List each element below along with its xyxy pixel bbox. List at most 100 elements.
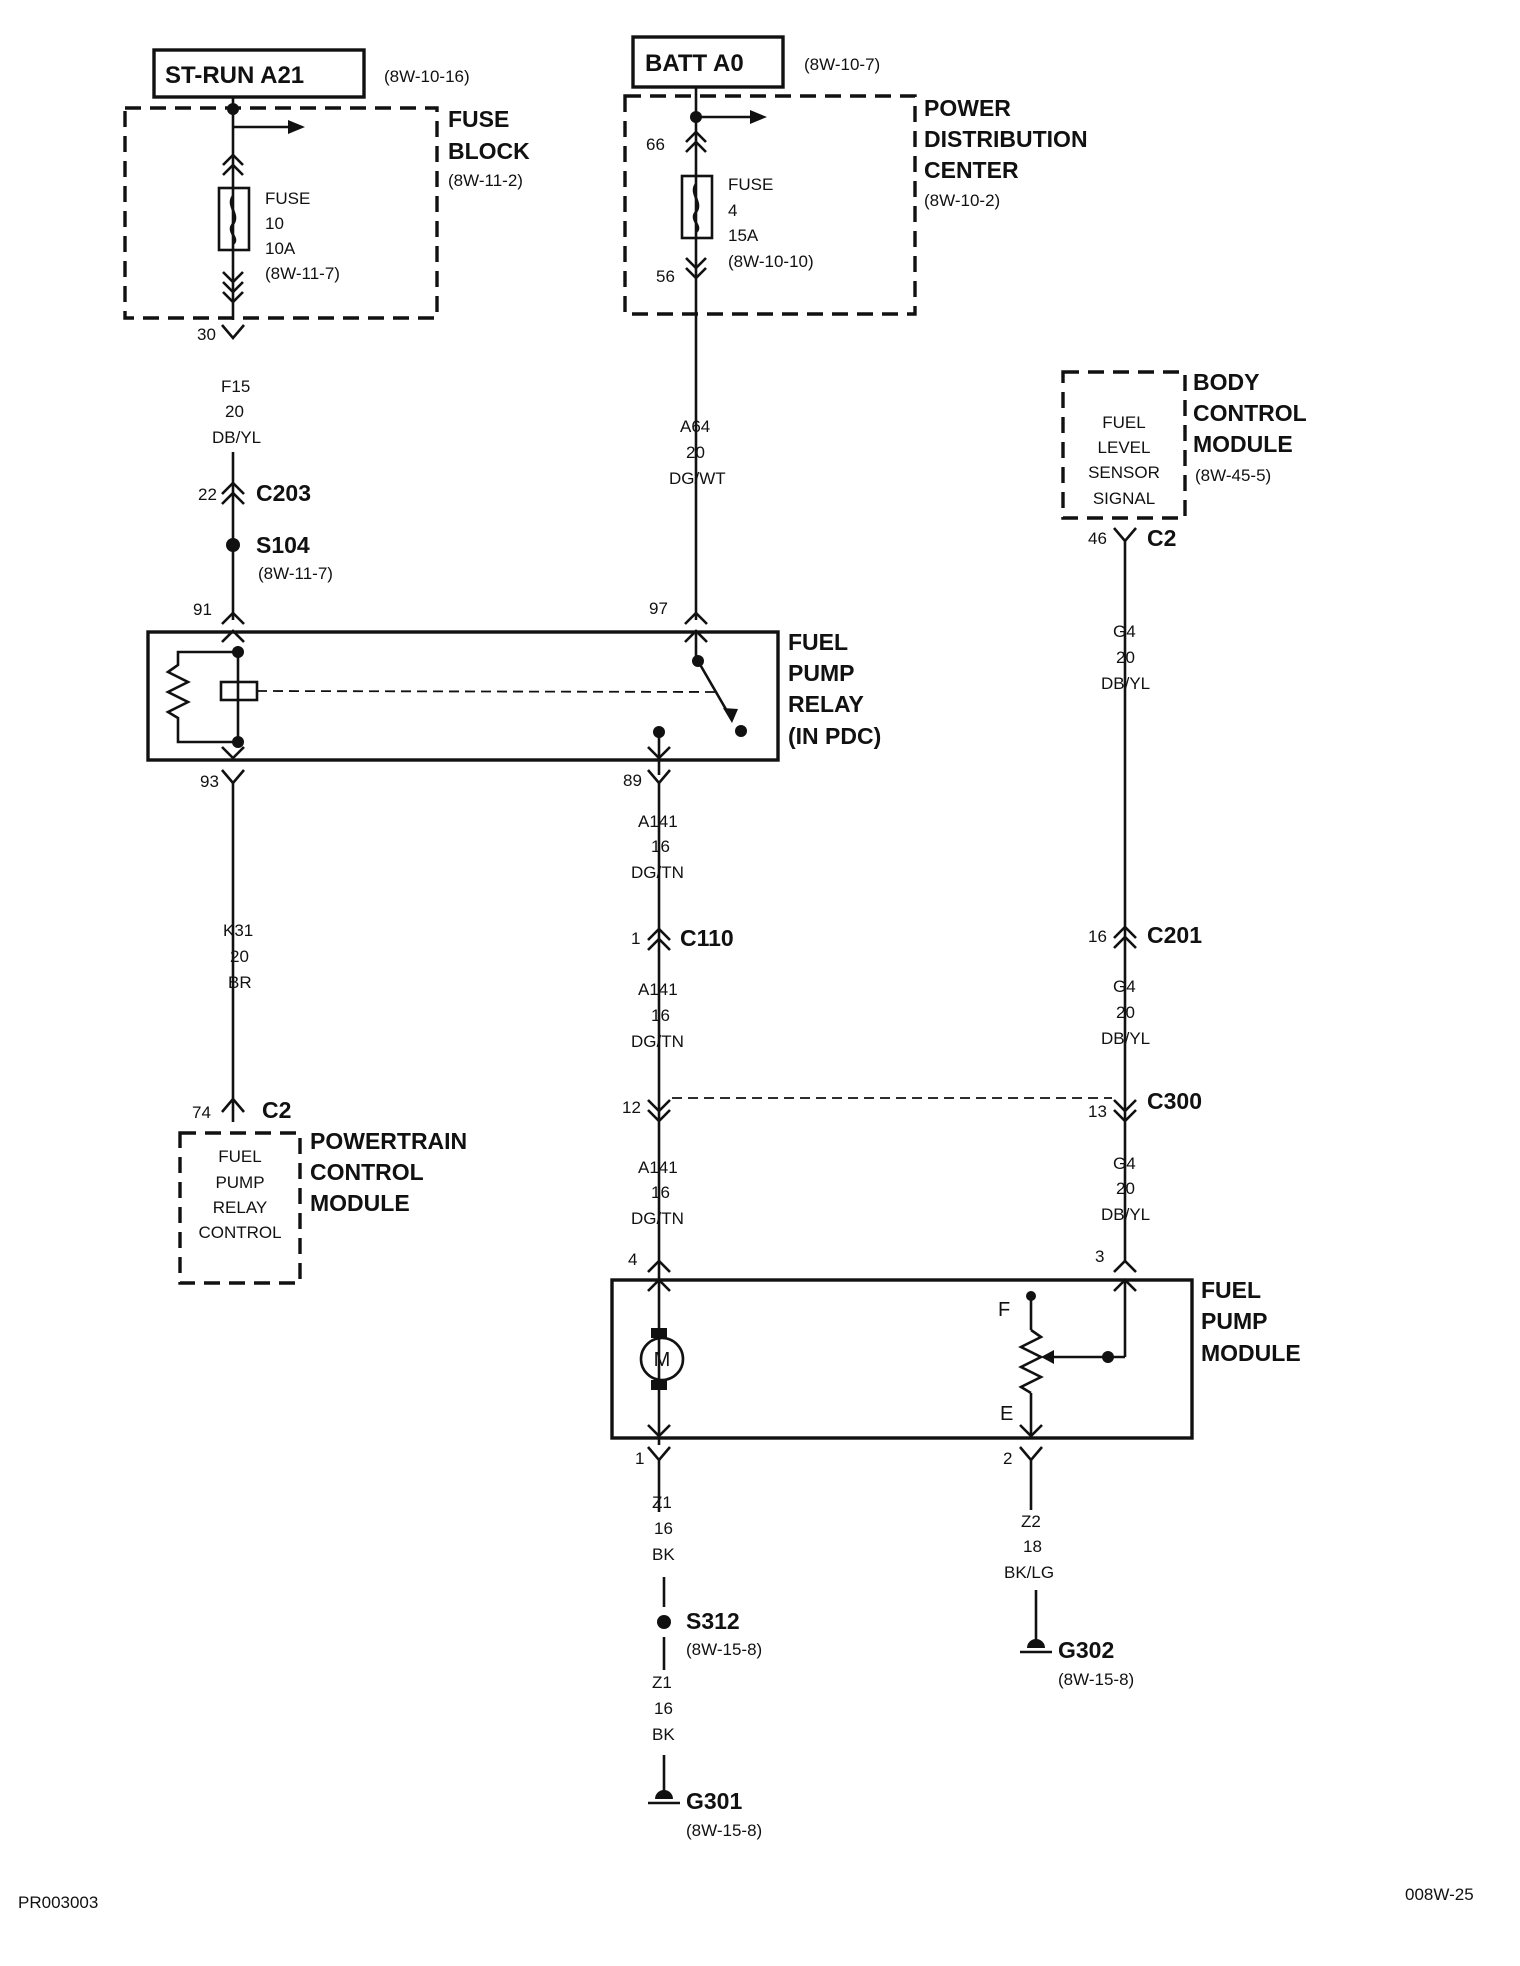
relay-pin91: 91 — [193, 600, 212, 619]
bcm-pin46-connector-icon — [1113, 527, 1137, 544]
fpm-pin1-connector-icon — [647, 1446, 671, 1463]
sender-wiper-arrow-icon — [1041, 1350, 1054, 1364]
pcm-title-3: MODULE — [310, 1190, 410, 1216]
wire-g4-b-circuit: G4 — [1113, 977, 1136, 996]
g302-ground-icon — [1027, 1639, 1045, 1648]
c203-label: C203 — [256, 480, 311, 506]
wire-z1-b-color: BK — [652, 1725, 675, 1744]
batt-source-box — [631, 35, 785, 89]
relay-resistor-icon — [165, 650, 238, 744]
fuse4-label-1: FUSE — [728, 175, 773, 194]
relay-linkage-dashed — [256, 690, 719, 693]
bcm-inner-2: LEVEL — [1098, 438, 1151, 457]
fuse4-label-3: 15A — [728, 226, 759, 245]
st-run-source-label: ST-RUN A21 — [165, 62, 304, 89]
bcm-ref: (8W-45-5) — [1195, 466, 1271, 485]
motor-bottom-brush-icon — [651, 1380, 667, 1390]
wire-a64-circuit: A64 — [680, 417, 710, 436]
c201-label: C201 — [1147, 922, 1202, 948]
sender-wiper-dot — [1102, 1351, 1114, 1363]
wire-z1-a-color: BK — [652, 1545, 675, 1564]
wire-g4-a-gauge: 20 — [1116, 648, 1135, 667]
relay-pin97-connector-icon — [684, 611, 708, 625]
s104-ref: (8W-11-7) — [258, 564, 333, 583]
pcm-title-2: CONTROL — [310, 1159, 424, 1185]
relay-pin97: 97 — [649, 599, 668, 618]
wire-z1-b-gauge: 16 — [654, 1699, 673, 1718]
fpm-signal-top-icon — [1113, 1278, 1137, 1292]
c110-label: C110 — [680, 925, 734, 951]
fuse-block-title-2: BLOCK — [448, 138, 530, 164]
bcm-pin46: 46 — [1088, 529, 1107, 548]
pin66-connector-icon — [685, 130, 707, 153]
c300-pin-right: 13 — [1088, 1102, 1107, 1121]
bcm-inner-4: SIGNAL — [1093, 489, 1155, 508]
fpm-motor-top-icon — [647, 1278, 671, 1292]
wire-k31-gauge: 20 — [230, 947, 249, 966]
pcm-outline — [178, 1131, 302, 1285]
bcm-title-3: MODULE — [1193, 431, 1293, 457]
pdc-title-3: CENTER — [924, 157, 1019, 183]
pcm-inner-3: RELAY — [213, 1198, 268, 1217]
pdc-title-2: DISTRIBUTION — [924, 126, 1088, 152]
fpm-pin3-connector-icon — [1113, 1259, 1137, 1273]
wire-a64-gauge: 20 — [686, 443, 705, 462]
c300-left-connector-icon — [647, 1099, 671, 1123]
relay-outline — [146, 630, 780, 762]
relay-pin93-connector-icon — [221, 769, 245, 786]
pcm-inner-2: PUMP — [215, 1173, 264, 1192]
fuse10-label-3: 10A — [265, 239, 296, 258]
pcm-title-1: POWERTRAIN — [310, 1128, 467, 1154]
relay-title-4: (IN PDC) — [788, 723, 881, 749]
wire-z2-gauge: 18 — [1023, 1537, 1042, 1556]
s104-label: S104 — [256, 532, 310, 558]
fuse4-element-icon — [692, 183, 700, 233]
relay-pin89: 89 — [623, 771, 642, 790]
wire-g4-b-gauge: 20 — [1116, 1003, 1135, 1022]
wire-k31-color: BR — [228, 973, 252, 992]
pcm-pin74-connector-icon — [221, 1096, 245, 1113]
fuse-block-outline — [123, 106, 439, 320]
relay-switch-arrow-icon — [723, 708, 738, 723]
fuse10-label-1: FUSE — [265, 189, 310, 208]
fuse-block-title-1: FUSE — [448, 106, 509, 132]
pcm-pin74: 74 — [192, 1103, 211, 1122]
relay-pin93: 93 — [200, 772, 219, 791]
s312-ref: (8W-15-8) — [686, 1640, 762, 1659]
sender-bottom-icon — [1019, 1424, 1043, 1438]
g302-label: G302 — [1058, 1637, 1114, 1663]
bcm-inner-1: FUEL — [1102, 413, 1145, 432]
wire-a64-color: DG/WT — [669, 469, 726, 488]
fuse10-top-connector-icon — [222, 153, 244, 176]
relay-switch-contact-dot — [735, 725, 747, 737]
fpm-pin3: 3 — [1095, 1247, 1104, 1266]
motor-top-brush-icon — [651, 1328, 667, 1338]
wire-z1-a-circuit: Z1 — [652, 1493, 672, 1512]
s312-splice-dot — [657, 1615, 671, 1629]
pcm-c2-label: C2 — [262, 1097, 291, 1123]
wire-a141-a-circuit: A141 — [638, 812, 678, 831]
fpm-pin2-connector-icon — [1019, 1446, 1043, 1463]
fpm-pin4: 4 — [628, 1250, 637, 1269]
bcm-title-1: BODY — [1193, 369, 1259, 395]
wire-f15-circuit: F15 — [221, 377, 250, 396]
pcm-inner-4: CONTROL — [198, 1223, 281, 1242]
wire-a141-b-gauge: 16 — [651, 1006, 670, 1025]
pin56-label: 56 — [656, 267, 675, 286]
fpm-outline — [610, 1278, 1194, 1440]
fuse10-element-icon — [229, 195, 237, 245]
relay-title-1: FUEL — [788, 629, 848, 655]
pin30-connector-icon — [221, 324, 245, 341]
fpm-title-1: FUEL — [1201, 1277, 1261, 1303]
batt-source-ref: (8W-10-7) — [804, 55, 880, 74]
c201-connector-icon — [1113, 925, 1137, 949]
motor-label: M — [654, 1349, 671, 1371]
wire-g4-c-gauge: 20 — [1116, 1179, 1135, 1198]
st-run-source-box — [152, 48, 366, 99]
pin30-label: 30 — [197, 325, 216, 344]
g301-ref: (8W-15-8) — [686, 1821, 762, 1840]
g301-ground-icon — [655, 1790, 673, 1799]
c203-connector-icon — [221, 481, 245, 505]
fpm-title-2: PUMP — [1201, 1308, 1267, 1334]
